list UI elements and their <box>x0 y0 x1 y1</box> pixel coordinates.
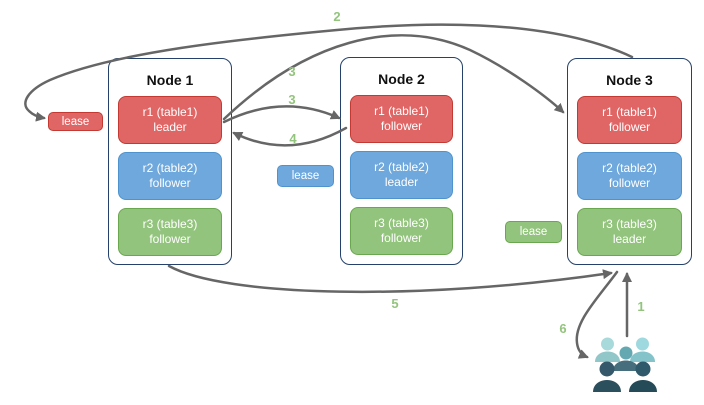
lease-label: lease <box>291 170 320 182</box>
node-1-box: Node 1 r1 (table1) leader r2 (table2) fo… <box>108 58 232 265</box>
person-icon <box>629 361 657 392</box>
replica-role: leader <box>612 232 647 246</box>
person-icon <box>595 337 620 362</box>
person-icon <box>613 346 639 371</box>
arrow-step-3-to-node2 <box>222 105 341 124</box>
replica-role: follower <box>149 232 191 246</box>
node-1-replica-r2: r2 (table2) follower <box>118 152 222 200</box>
step-label-6: 6 <box>559 321 567 336</box>
node-2-title: Node 2 <box>378 71 425 87</box>
node-1-replica-r3: r3 (table3) follower <box>118 208 222 256</box>
node-2-box: Node 2 r1 (table1) follower r2 (table2) … <box>340 57 463 265</box>
replica-role: follower <box>608 120 651 134</box>
replica-name: r1 (table1) <box>374 104 429 118</box>
node-3-replica-r3: r3 (table3) leader <box>577 208 682 256</box>
node-1-title: Node 1 <box>146 72 194 88</box>
step-label-4: 4 <box>289 131 297 146</box>
person-icon <box>593 361 621 392</box>
node-3-title: Node 3 <box>606 72 653 88</box>
node-2-replica-r2: r2 (table2) leader <box>350 151 453 199</box>
person-icon <box>630 337 655 362</box>
lease-badge-table2: lease <box>277 165 334 187</box>
users-icon <box>593 337 657 392</box>
replica-name: r3 (table3) <box>602 217 657 231</box>
node-2-replica-r1: r1 (table1) follower <box>350 95 453 143</box>
step-label-3-lower: 3 <box>288 92 296 107</box>
node-3-box: Node 3 r1 (table1) follower r2 (table2) … <box>567 58 692 265</box>
replica-role: follower <box>380 231 423 245</box>
step-label-3-upper: 3 <box>288 64 296 79</box>
node-3-replica-r1: r1 (table1) follower <box>577 96 682 144</box>
replica-name: r1 (table1) <box>142 105 198 119</box>
arrow-step-6 <box>575 270 619 359</box>
step-label-5: 5 <box>391 296 399 311</box>
replica-name: r2 (table2) <box>142 161 198 175</box>
lease-badge-table1: lease <box>48 112 103 131</box>
replica-role: leader <box>384 175 419 189</box>
replica-name: r2 (table2) <box>374 160 429 174</box>
replica-name: r2 (table2) <box>602 161 657 175</box>
node-3-replica-r2: r2 (table2) follower <box>577 152 682 200</box>
replica-role: follower <box>380 119 423 133</box>
replica-name: r3 (table3) <box>142 217 198 231</box>
lease-label: lease <box>519 226 548 238</box>
replica-role: leader <box>153 120 187 134</box>
node-1-replica-r1: r1 (table1) leader <box>118 96 222 144</box>
lease-badge-table3: lease <box>505 221 562 243</box>
replica-role: follower <box>608 176 651 190</box>
replica-role: follower <box>149 176 191 190</box>
step-label-2: 2 <box>333 9 341 24</box>
replica-name: r3 (table3) <box>374 216 429 230</box>
arrow-step-5 <box>167 264 613 294</box>
step-label-1: 1 <box>637 299 645 314</box>
replica-name: r1 (table1) <box>602 105 657 119</box>
lease-label: lease <box>61 115 90 128</box>
node-2-replica-r3: r3 (table3) follower <box>350 207 453 255</box>
